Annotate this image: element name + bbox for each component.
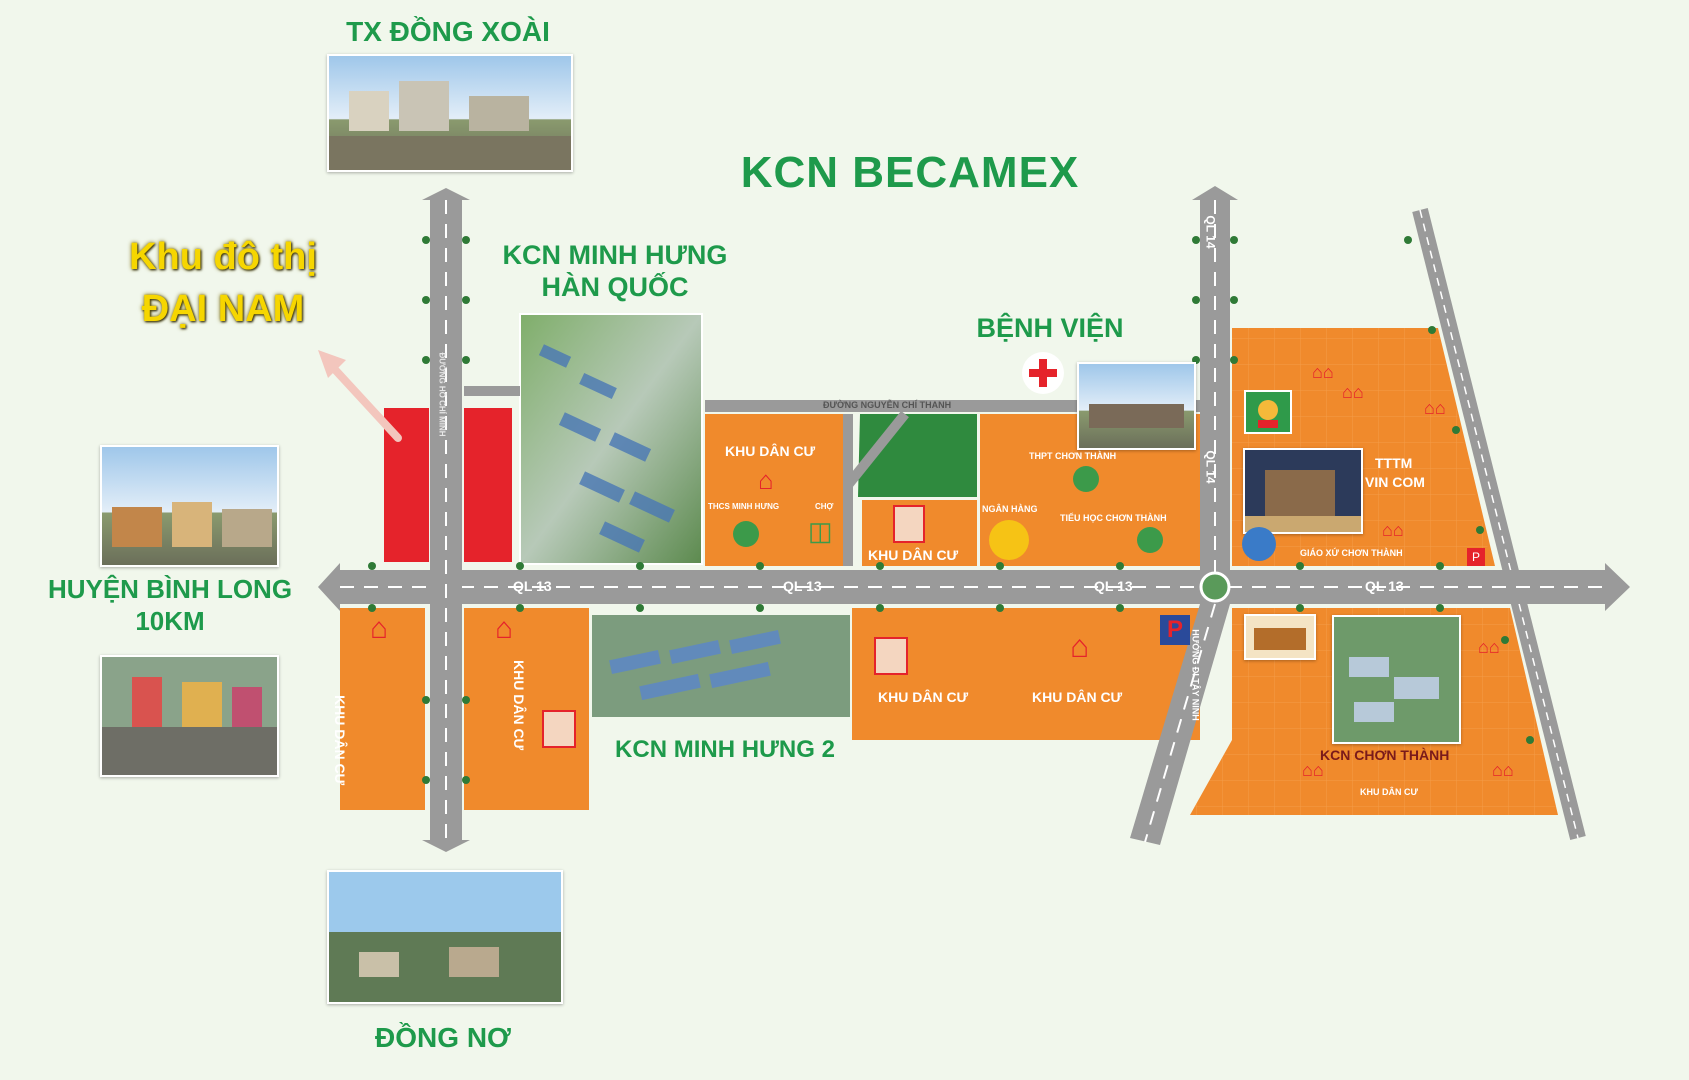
ql13-label-1: QL 13 xyxy=(513,578,552,594)
ho-chi-minh-label: ĐƯỜNG HỒ CHÍ MINH xyxy=(437,352,447,437)
red-plot-right xyxy=(464,408,512,562)
hospital-icon xyxy=(1022,352,1064,394)
becamex-label: KCN BECAMEX xyxy=(740,148,1080,197)
basket-icon: ◫ xyxy=(808,516,833,546)
binh-long-photo-2 xyxy=(100,655,279,777)
house-icon-lower: ⌂ xyxy=(1070,628,1090,664)
tttm-label-1: TTTM xyxy=(1375,455,1413,471)
ql13-road xyxy=(318,563,1630,611)
khu-dan-cu-left-1: KHU DÂN CƯ xyxy=(332,695,348,786)
zone-left-1 xyxy=(340,608,425,810)
house-icon-r7: ⌂⌂ xyxy=(1492,760,1514,780)
minh-hung-hq-label-1: KCN MINH HƯNG xyxy=(502,240,728,270)
khu-dan-cu-top-label: KHU DÂN CƯ xyxy=(725,443,816,459)
petrol-icon-mid: P xyxy=(1160,615,1190,645)
factory-blocks xyxy=(538,344,675,553)
house-icon-top: ⌂ xyxy=(758,465,774,495)
benh-vien-label: BỆNH VIỆN xyxy=(976,313,1124,343)
house-icon-left-2: ⌂ xyxy=(495,612,514,645)
ho-chi-minh-road xyxy=(1412,208,1586,840)
dong-xoai-road xyxy=(422,188,470,852)
khu-dan-cu-right-label: KHU DÂN CƯ xyxy=(1360,787,1418,797)
apartment-icon-left xyxy=(542,710,576,748)
binh-long-photo-1 xyxy=(100,445,279,567)
nguyen-chi-thanh-road xyxy=(705,400,1200,566)
dong-xoai-label: TX ĐỒNG XOÀI xyxy=(346,16,550,47)
ql14-road xyxy=(1130,186,1238,845)
kcn-chon-thanh-photo xyxy=(1332,615,1461,744)
zone-left-2 xyxy=(464,608,589,810)
zone-khu-dan-cu-top xyxy=(705,414,848,566)
school-icon-thpt xyxy=(1073,466,1099,492)
house-icon-r3: ⌂⌂ xyxy=(1424,398,1446,418)
khu-dan-cu-lower-1: KHU DÂN CƯ xyxy=(878,689,969,705)
huong-tay-ninh-label: HƯỚNG ĐI TÂY NINH xyxy=(1190,629,1201,721)
apartment-icon-lower xyxy=(874,637,908,675)
nguyen-chi-thanh-label: ĐƯỜNG NGUYỄN CHÍ THANH xyxy=(823,400,952,410)
ngan-hang-label: NGÂN HÀNG xyxy=(982,504,1038,514)
road-trees xyxy=(368,236,1534,784)
house-icon-r2: ⌂⌂ xyxy=(1342,382,1364,402)
church-icon xyxy=(1242,527,1276,561)
house-icon-r4: ⌂⌂ xyxy=(1382,520,1404,540)
petrol-icon-top: P xyxy=(1467,548,1485,566)
dong-xoai-photo xyxy=(327,54,573,172)
binh-long-label-1: HUYỆN BÌNH LONG xyxy=(47,574,293,604)
thcs-label: THCS MINH HƯNG xyxy=(708,502,780,511)
house-icon-r5: ⌂⌂ xyxy=(1478,637,1500,657)
tieu-hoc-label: TIỂU HỌC CHƠN THÀNH xyxy=(1060,513,1167,523)
ql14-label-mid: QL 14 xyxy=(1203,450,1218,484)
benh-vien-photo xyxy=(1077,362,1196,450)
dai-nam-label-line1: Khu đô thị xyxy=(129,236,317,278)
dai-nam-arrow xyxy=(318,350,402,442)
ql13-label-2: QL 13 xyxy=(783,578,822,594)
dong-no-photo xyxy=(327,870,563,1004)
vincom-photo xyxy=(1243,448,1363,534)
ql13-label-4: QL 13 xyxy=(1365,578,1404,594)
house-icon-r6: ⌂⌂ xyxy=(1302,760,1324,780)
tttm-label-2: VIN COM xyxy=(1365,474,1425,490)
khu-dan-cu-lower-2: KHU DÂN CƯ xyxy=(1032,689,1123,705)
dai-nam-label-line2: ĐẠI NAM xyxy=(141,288,305,330)
thpt-label: THPT CHƠN THÀNH xyxy=(1029,451,1117,461)
kindergarten-icon xyxy=(1244,390,1292,434)
bank-icon xyxy=(989,520,1029,560)
ql13-label-3: QL 13 xyxy=(1094,578,1133,594)
house-icon-left-1: ⌂ xyxy=(370,612,389,645)
roundabout xyxy=(1199,571,1231,603)
dong-no-label: ĐỒNG NƠ xyxy=(375,1022,511,1053)
ql14-label-top: QL 14 xyxy=(1203,215,1218,249)
minh-hung-hq-label-2: HÀN QUỐC xyxy=(541,272,689,302)
zone-lower-middle xyxy=(852,608,1200,740)
minh-hung-2-blocks xyxy=(609,629,781,701)
kcn-chon-thanh-label: KCN CHƠN THÀNH xyxy=(1320,747,1450,763)
minh-hung-top-road xyxy=(464,386,520,396)
house-icon-r1: ⌂⌂ xyxy=(1312,362,1334,382)
apartment-icon-1 xyxy=(893,505,925,543)
giao-xu-label: GIÁO XỨ CHƠN THÀNH xyxy=(1300,548,1403,558)
market-photo xyxy=(1244,614,1316,660)
binh-long-label-2: 10KM xyxy=(135,606,205,636)
school-icon-thcs xyxy=(733,521,759,547)
khu-dan-cu-left-2: KHU DÂN CƯ xyxy=(511,660,527,751)
khu-dan-cu-small-label: KHU DÂN CƯ xyxy=(868,547,959,563)
cho-label: CHỢ xyxy=(815,502,834,511)
minh-hung-2-label: KCN MINH HƯNG 2 xyxy=(615,736,835,763)
school-icon-tieu-hoc xyxy=(1137,527,1163,553)
